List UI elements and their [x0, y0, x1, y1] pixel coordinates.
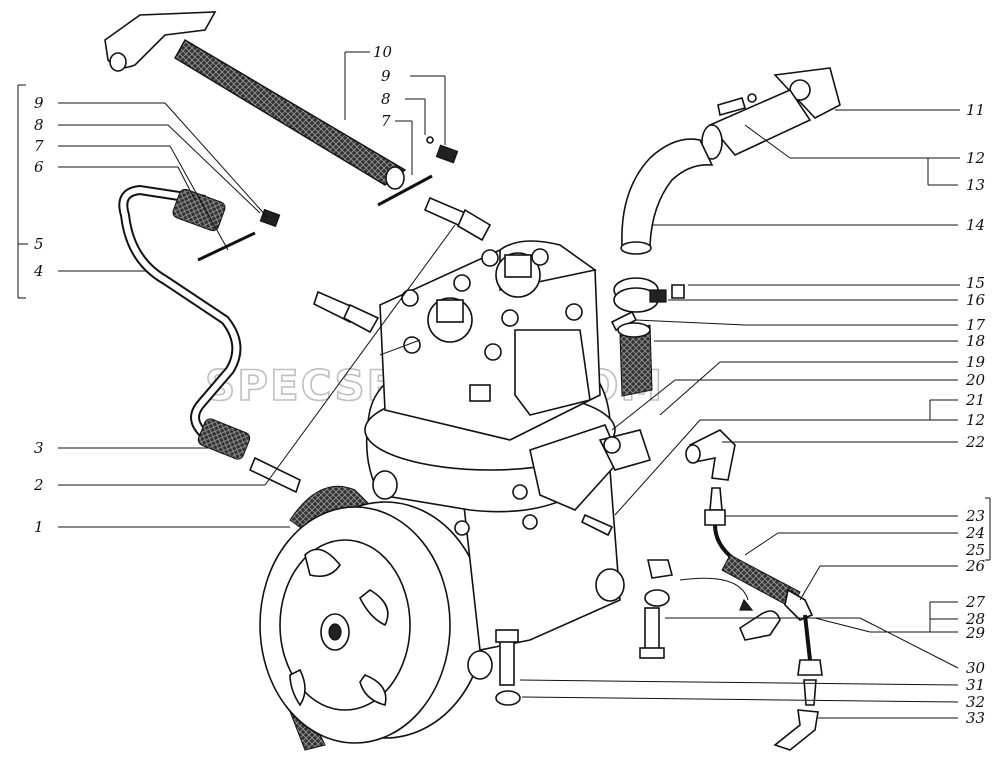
callout-13: 13 — [966, 176, 985, 194]
callout-21: 21 — [965, 391, 985, 409]
pipe-assembly-top — [104, 11, 459, 207]
callout-labels-top: 10 9 8 7 — [373, 43, 393, 130]
brake-line-assembly — [495, 429, 823, 751]
callout-6: 6 — [34, 158, 44, 176]
leader-lines — [17, 51, 991, 719]
callout-3: 3 — [34, 439, 44, 457]
compressor — [364, 240, 652, 680]
callout-16: 16 — [966, 291, 986, 309]
callout-32: 32 — [966, 693, 985, 711]
callout-1: 1 — [34, 518, 44, 536]
fittings — [313, 196, 492, 356]
callout-2: 2 — [33, 476, 44, 494]
callout-15: 15 — [966, 274, 985, 292]
callout-26: 26 — [965, 557, 986, 575]
callout-11: 11 — [966, 101, 985, 119]
callout-12-lower: 12 — [966, 411, 985, 429]
callout-12: 12 — [966, 149, 985, 167]
callout-labels-left: 9 8 7 6 5 4 3 2 1 — [33, 94, 44, 536]
callout-7: 7 — [34, 137, 44, 155]
callout-22: 22 — [965, 433, 985, 451]
callout-29: 29 — [965, 624, 986, 642]
callout-8: 8 — [34, 116, 44, 134]
callout-24: 24 — [965, 524, 985, 542]
callout-27: 27 — [965, 593, 986, 611]
callout-labels-right: 11 12 13 14 15 16 17 18 19 20 21 12 22 2… — [965, 101, 986, 727]
pulley — [259, 485, 496, 751]
callout-9: 9 — [34, 94, 44, 112]
callout-7-top: 7 — [381, 112, 391, 130]
callout-23: 23 — [965, 507, 985, 525]
callout-17: 17 — [966, 316, 986, 334]
callout-8-top: 8 — [381, 90, 391, 108]
callout-14: 14 — [966, 216, 985, 234]
callout-4: 4 — [33, 262, 44, 280]
callout-31: 31 — [966, 676, 985, 694]
callout-5: 5 — [34, 235, 44, 253]
callout-18: 18 — [966, 332, 985, 350]
intake-assembly — [610, 67, 841, 397]
callout-33: 33 — [966, 709, 985, 727]
callout-28: 28 — [965, 610, 985, 628]
callout-20: 20 — [965, 371, 986, 389]
callout-19: 19 — [966, 353, 986, 371]
callout-10: 10 — [373, 43, 393, 61]
callout-30: 30 — [966, 659, 986, 677]
hose-assembly-left — [118, 184, 301, 494]
callout-9-top: 9 — [381, 67, 391, 85]
callout-25: 25 — [965, 541, 985, 559]
